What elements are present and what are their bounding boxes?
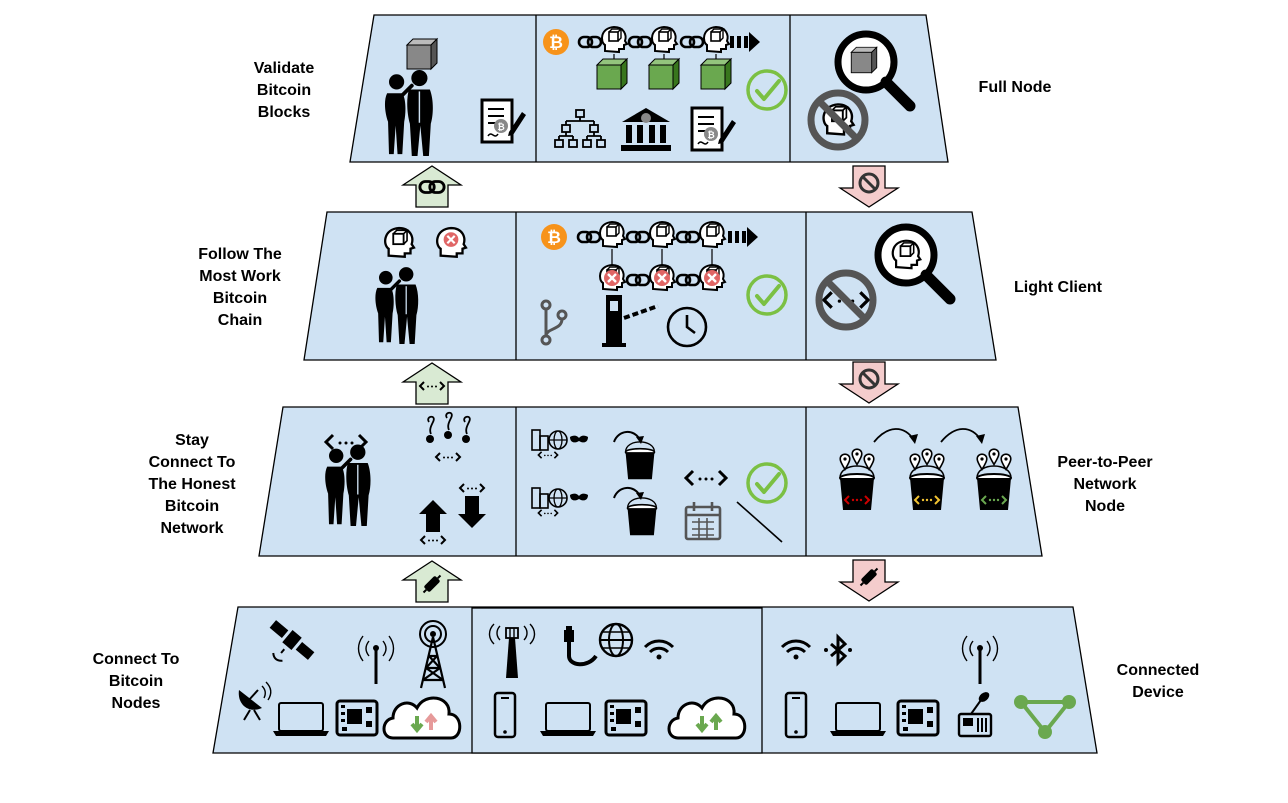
layer-3-panel [258,406,1043,557]
cell-antenna-icon [488,623,536,678]
layer-3-left-label: Stay Connect To The Honest Bitcoin Netwo… [148,432,236,537]
bitcoin-icon [541,224,567,250]
hooks-icon [426,411,471,462]
bucket-green-icon [976,448,1012,511]
satellite-dish-icon [238,681,272,721]
layer-3-right-label: Peer-to-Peer Network Node [1057,454,1153,515]
layer-1-right-label: Full Node [978,79,1052,96]
toll-gate-icon [602,295,659,347]
layer-1-left-label: Validate Bitcoin Blocks [253,60,315,121]
curved-arrow-icon [873,428,985,444]
header-chain-icon [576,221,758,265]
down-arrow-icon [458,483,486,528]
down-arrow-3 [839,559,899,602]
plug-icon [859,567,879,587]
layer-2-right-label: Light Client [1014,279,1102,296]
layer-4-left-label: Connect To Bitcoin Nodes [92,651,180,712]
green-block-icon [596,58,628,90]
bluetooth-icon [824,633,852,667]
plug-icon [422,574,442,594]
mesh-network-icon [1014,695,1076,739]
ethernet-globe-icon [564,622,634,667]
block-chain-icon [577,26,760,60]
up-arrow-2 [402,362,462,405]
bitcoin-icon [543,29,569,55]
bucket-red-icon [839,448,875,511]
layer-4-panel [212,606,1098,754]
satellite-icon [269,620,315,662]
up-arrow-icon [419,500,447,545]
ham-radio-icon [957,692,993,738]
down-arrow-2 [839,361,899,404]
calendar-icon [684,502,722,541]
head-block-icon [384,226,416,258]
up-arrow-1 [402,165,462,208]
down-arrow-1 [839,165,899,208]
green-block-icon [700,58,732,90]
block-cube-icon [406,38,438,70]
layer-2-left-label: Follow The Most Work Bitcoin Chain [198,246,282,329]
pointer-line [736,501,783,543]
up-arrow-3 [402,560,462,603]
rejected-header-icon [598,264,726,291]
layer-4-right-label: Connected Device [1116,662,1200,701]
radio-tower-icon [419,620,447,689]
green-block-icon [648,58,680,90]
layer-2-panel [303,211,997,361]
bucket-yellow-icon [909,448,945,511]
branch-fork-icon [540,299,568,346]
clock-icon [666,306,708,348]
head-reject-icon [436,226,468,259]
